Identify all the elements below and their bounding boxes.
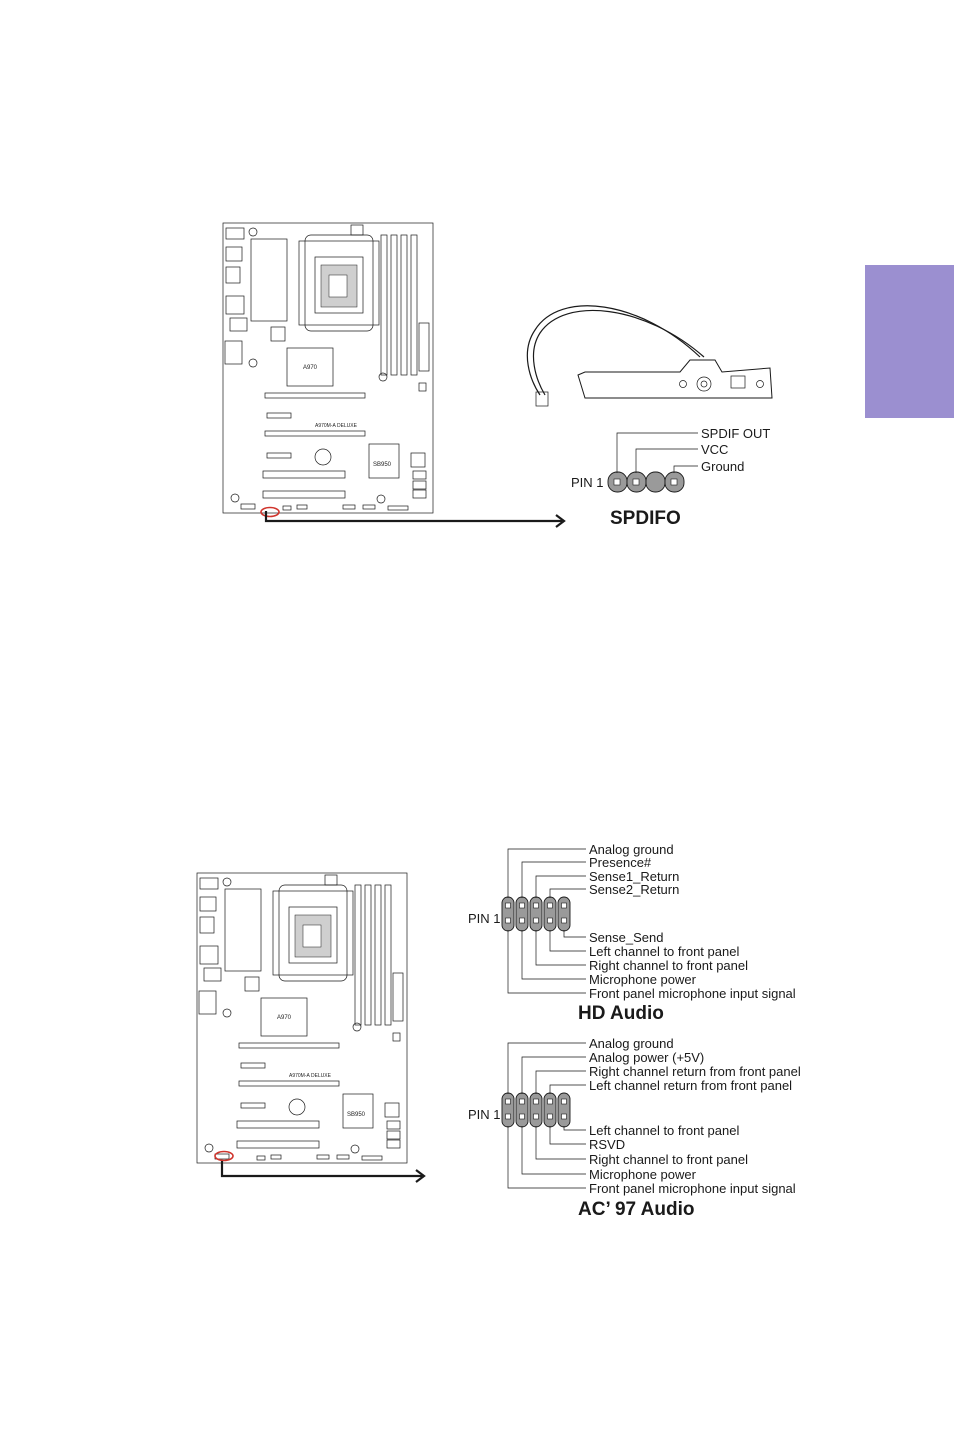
hd-pin-label: Analog ground — [589, 842, 674, 857]
hd-pin1-label: PIN 1 — [468, 911, 501, 926]
hd-pin-label: Sense2_Return — [589, 882, 679, 897]
audio-arrow — [220, 1161, 426, 1183]
ac97-pin-label: RSVD — [589, 1137, 625, 1152]
audio-header-highlight — [214, 1150, 234, 1162]
hd-pin-label: Presence# — [589, 855, 652, 870]
north-chip-label-bottom: A970 — [277, 1015, 292, 1021]
ac97-pin-label: Left channel return from front panel — [589, 1078, 792, 1093]
spdif-title: SPDIFO — [610, 508, 681, 529]
side-tab — [865, 265, 954, 418]
ac97-pin-label: Right channel return from front panel — [589, 1064, 801, 1079]
spdif-arrow — [264, 511, 566, 528]
motherboard-top: A970 SB950 A970M-A DELUXE — [222, 222, 434, 518]
ac97-audio-header — [501, 1042, 586, 1189]
ac97-pin-label: Microphone power — [589, 1167, 697, 1182]
ac97-pin-label: Right channel to front panel — [589, 1152, 748, 1167]
ac97-audio-title: AC’ 97 Audio — [578, 1199, 694, 1220]
hd-pin-label: Front panel microphone input signal — [589, 986, 796, 1001]
spdif-pin-label: Ground — [701, 459, 744, 474]
motherboard-bottom: A970 SB950 A970M-A DELUXE — [196, 872, 408, 1164]
spdif-pin-label: VCC — [701, 442, 728, 457]
hd-pin-label: Microphone power — [589, 972, 697, 987]
south-chip-label-bottom: SB950 — [347, 1112, 366, 1118]
spdif-header-highlight — [260, 506, 280, 518]
hd-pin-label: Right channel to front panel — [589, 958, 748, 973]
ac97-pin-label: Front panel microphone input signal — [589, 1181, 796, 1196]
hd-pin-label: Sense1_Return — [589, 869, 679, 884]
hd-pin-label: Left channel to front panel — [589, 944, 739, 959]
spdif-pin1-label: PIN 1 — [571, 475, 604, 490]
ac97-pin1-label: PIN 1 — [468, 1107, 501, 1122]
hd-audio-title: HD Audio — [578, 1003, 664, 1024]
spdif-bracket-graphic — [526, 305, 773, 407]
south-chip-label-top: SB950 — [373, 462, 392, 468]
north-chip-label-top: A970 — [303, 365, 318, 371]
ac97-pin-label: Analog ground — [589, 1036, 674, 1051]
hd-audio-header — [501, 848, 586, 994]
spdif-header — [607, 432, 698, 493]
ac97-pin-label: Left channel to front panel — [589, 1123, 739, 1138]
board-model-bottom: A970M-A DELUXE — [289, 1073, 332, 1079]
board-model-top: A970M-A DELUXE — [315, 423, 358, 429]
hd-pin-label: Sense_Send — [589, 930, 663, 945]
spdif-pin-label: SPDIF OUT — [701, 426, 770, 441]
ac97-pin-label: Analog power (+5V) — [589, 1050, 704, 1065]
